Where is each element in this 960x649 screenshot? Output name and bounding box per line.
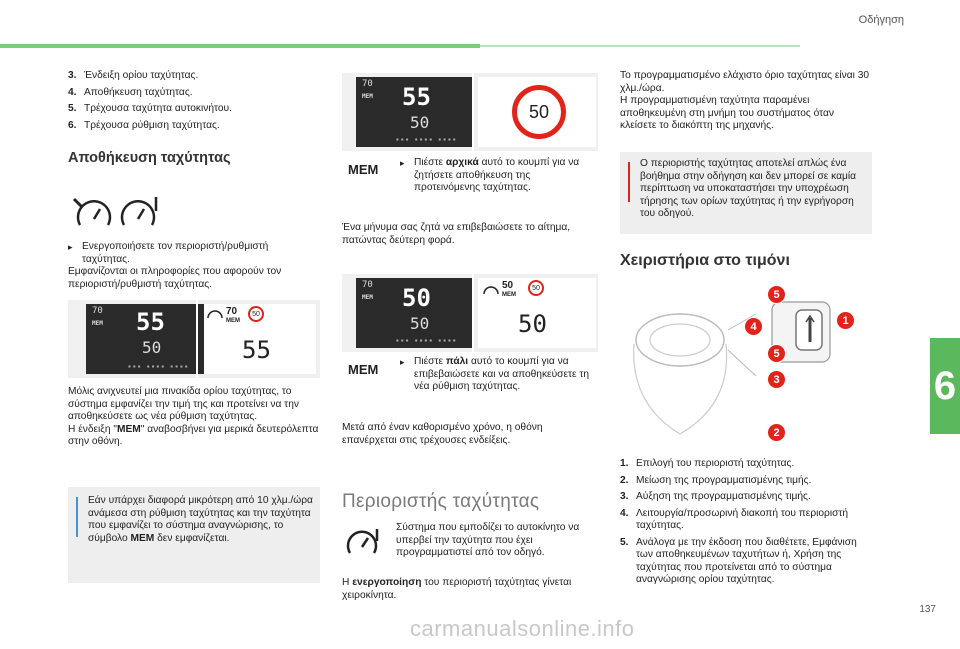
gauge-icon (483, 286, 499, 295)
paragraph: Ένα μήνυμα σας ζητά να επιβεβαιώσετε το … (342, 222, 571, 246)
cluster-display: 70 MEM 55 50 ▪▪▪ ▪▪▪▪ ▪▪▪▪ (86, 304, 220, 374)
cluster-illustration: 70 MEM 50 50 ▪▪▪ ▪▪▪▪ ▪▪▪▪ 50 MEM 50 50 (342, 274, 598, 352)
current-speed: 55 (402, 83, 431, 111)
header-bar (0, 44, 480, 48)
callout-badge: 4 (744, 317, 763, 336)
cluster-display: 70 MEM 50 50 ▪▪▪ ▪▪▪▪ ▪▪▪▪ (356, 278, 474, 348)
steering-wheel-illustration (633, 301, 831, 435)
gauge-icon (207, 310, 223, 319)
list-item: 2.Μείωση της προγραμματισμένης τιμής. (620, 474, 812, 486)
current-speed: 55 (136, 308, 165, 336)
cluster-illustration: 70 MEM 55 50 ▪▪▪ ▪▪▪▪ ▪▪▪▪ 50 (342, 73, 598, 151)
list-item: 3.Ένδειξη ορίου ταχύτητας. (68, 70, 199, 81)
tiny-speed: 50 (502, 280, 514, 291)
page-number: 137 (919, 604, 936, 615)
paragraph: Η ένδειξη "MEM" αναβοσβήνει για μερικά δ… (68, 423, 319, 448)
speed-sign: 50 (248, 306, 264, 322)
callout-badge: 3 (767, 370, 786, 389)
mem-button[interactable]: MEM (348, 362, 379, 377)
bullet-icon: ▸ (400, 158, 405, 168)
chapter-tab[interactable]: 6 (930, 338, 960, 434)
instruction-bullet: ▸Ενεργοποιήσετε τον περιοριστή/ρυθμιστή … (68, 241, 269, 265)
current-speed: 55 (242, 336, 271, 364)
paragraph: Μόλις ανιχνευτεί μια πινακίδα ορίου ταχύ… (68, 386, 299, 422)
mem-label: MEM (362, 93, 373, 100)
instruction-bullet: ▸Πιέστε αρχικά αυτό το κουμπί για να ζητ… (400, 157, 580, 193)
set-speed: 50 (142, 338, 162, 357)
list-item: 5.Τρέχουσα ταχύτητα αυτοκινήτου. (68, 103, 232, 114)
speed-sign: 50 (528, 280, 544, 296)
bullet-icon: ▸ (68, 242, 73, 252)
section-heading: Χειριστήρια στο τιμόνι (620, 252, 790, 269)
paragraph: Η προγραμματισμένη ταχύτητα παραμένει απ… (620, 95, 834, 131)
callout-badge: 5 (767, 344, 786, 363)
list-item: 3.Αύξηση της προγραμματισμένης τιμής. (620, 491, 811, 502)
info-box: Εάν υπάρχει διαφορά μικρότερη από 10 χλμ… (68, 487, 320, 583)
mem-label: MEM (92, 320, 103, 327)
info-icon (76, 497, 78, 537)
callout-badge: 2 (767, 423, 786, 442)
warning-box: Ο περιοριστής ταχύτητας αποτελεί απλώς έ… (620, 152, 872, 234)
mem-label: MEM (362, 294, 373, 301)
column-3: Το προγραμματισμένο ελάχιστο όριο ταχύτη… (620, 70, 872, 133)
cluster-display: 70 MEM 55 50 ▪▪▪ ▪▪▪▪ ▪▪▪▪ (356, 77, 474, 147)
callout-badge: 5 (767, 285, 786, 304)
indicator-dots: ▪▪▪ ▪▪▪▪ ▪▪▪▪ (396, 135, 458, 144)
tiny-speed: 70 (362, 280, 373, 290)
paragraph: Το προγραμματισμένο ελάχιστο όριο ταχύτη… (620, 70, 870, 94)
list-item: 6.Τρέχουσα ρύθμιση ταχύτητας. (68, 119, 220, 131)
paragraph: Μετά από έναν καθορισμένο χρόνο, η οθόνη… (342, 422, 543, 446)
legend-list: 3.Ένδειξη ορίου ταχύτητας. 4.Αποθήκευση … (68, 70, 318, 132)
mem-button[interactable]: MEM (348, 162, 379, 177)
list-item: 1.Επιλογή του περιοριστή ταχύτητας. (620, 458, 795, 469)
road-sign-panel: 50 (478, 77, 596, 147)
cluster-display-2: 50 MEM 50 50 (478, 278, 596, 348)
indicator-dots: ▪▪▪ ▪▪▪▪ ▪▪▪▪ (396, 336, 458, 345)
paragraph: Σύστημα που εμποδίζει το αυτοκίνητο να υ… (396, 522, 580, 558)
column-3-list: 1.Επιλογή του περιοριστή ταχύτητας. 2.Με… (620, 458, 872, 591)
section-title: Περιοριστής ταχύτητας (342, 491, 540, 512)
legend-list: 1.Επιλογή του περιοριστή ταχύτητας. 2.Με… (620, 458, 872, 587)
section-title: Οδήγηση (858, 14, 904, 26)
column-1: 3.Ένδειξη ορίου ταχύτητας. 4.Αποθήκευση … (68, 70, 318, 165)
speed-limiter-icon (346, 529, 379, 554)
tiny-speed: 70 (226, 306, 238, 317)
list-item: 5.Ανάλογα με την έκδοση που διαθέτετε, Ε… (620, 536, 857, 586)
mem-label: MEM (226, 318, 240, 324)
warning-icon (628, 162, 630, 202)
section-heading: Αποθήκευση ταχύτητας (68, 150, 231, 166)
paragraph: Η ενεργοποίηση του περιοριστή ταχύτητας … (342, 577, 572, 601)
column-1-text: Μόλις ανιχνευτεί μια πινακίδα ορίου ταχύ… (68, 386, 320, 449)
current-speed: 50 (518, 310, 547, 338)
list-item: 4.Αποθήκευση ταχύτητας. (68, 86, 193, 98)
tiny-speed: 70 (92, 306, 103, 316)
column-1-body: ▸Ενεργοποιήσετε τον περιοριστή/ρυθμιστή … (68, 241, 318, 291)
indicator-dots: ▪▪▪ ▪▪▪▪ ▪▪▪▪ (128, 362, 190, 371)
instruction-bullet: ▸Πιέστε πάλι αυτό το κουμπί για να επιβε… (400, 356, 590, 392)
current-speed: 50 (402, 284, 431, 312)
bullet-icon: ▸ (400, 357, 405, 367)
set-speed: 50 (410, 113, 430, 132)
header-bar-light (480, 45, 800, 47)
tiny-speed: 70 (362, 79, 373, 89)
cluster-display-2: 70 MEM 50 55 (204, 304, 316, 374)
set-speed: 50 (410, 314, 430, 333)
list-item: 4.Λειτουργία/προσωρινή διακοπή του περιο… (620, 507, 849, 532)
speed-limiter-icon (72, 197, 158, 226)
watermark: carmanualsonline.info (410, 616, 635, 641)
cluster-illustration: 70 MEM 55 50 ▪▪▪ ▪▪▪▪ ▪▪▪▪ 70 MEM 50 55 (68, 300, 320, 378)
paragraph: Εμφανίζονται οι πληροφορίες που αφορούν … (68, 266, 282, 290)
speed-sign: 50 (512, 85, 566, 139)
callout-badge: 1 (836, 311, 855, 330)
mem-label: MEM (502, 292, 516, 298)
